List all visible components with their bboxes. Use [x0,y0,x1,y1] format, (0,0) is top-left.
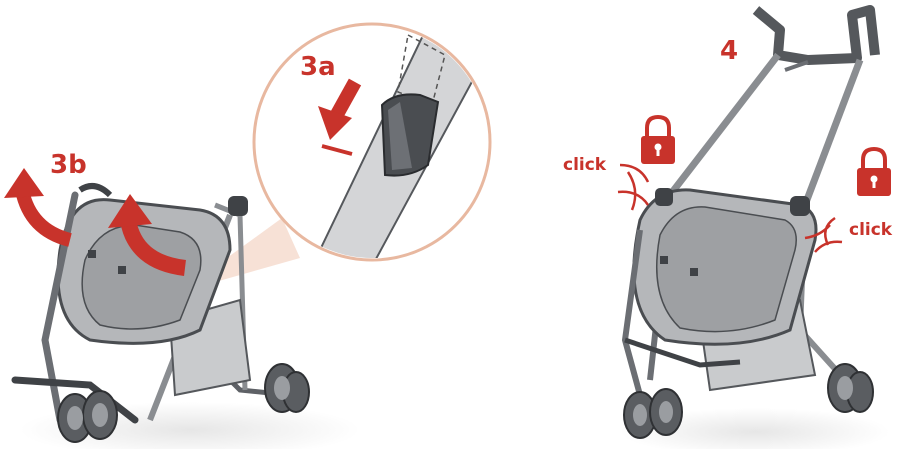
handlebar [752,5,880,65]
stroller-unfolded-right [620,5,890,449]
click-sound-label-right: click [849,220,893,240]
zoom-detail [252,22,492,262]
arrow-head-3b-inner [108,194,152,228]
down-arrow-3a [328,78,362,122]
padlock-icon [641,114,675,164]
step-4-label: 4 [720,36,739,66]
arrow-head-3b-outer [4,168,44,198]
step-3a-label: 3a [300,52,336,82]
curved-arrow-3b-inner [120,218,187,276]
click-burst-left [617,163,650,211]
padlock-icon [857,146,891,196]
click-sound-label-left: click [563,155,607,175]
curved-arrow-3b-outer [15,188,72,247]
ground-shadow-right [620,408,890,449]
click-burst-right [804,216,843,253]
step-3b-label: 3b [50,150,87,180]
